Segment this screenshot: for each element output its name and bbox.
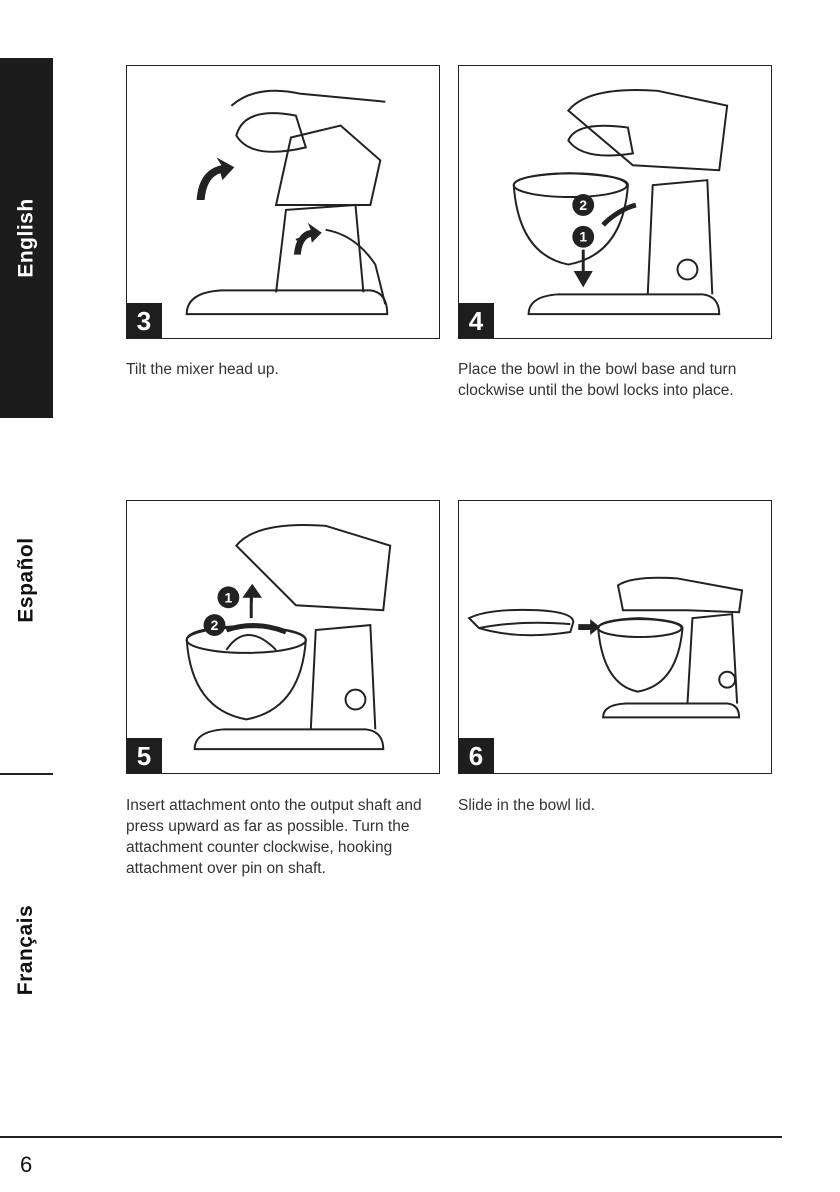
language-tab-francais[interactable]: Français: [0, 870, 53, 1030]
step-number: 6: [459, 738, 494, 773]
language-tab-espanol[interactable]: Español: [0, 490, 53, 670]
callout-2: 2: [211, 617, 219, 633]
language-label-espanol: Español: [14, 537, 38, 623]
callout-1: 1: [579, 229, 587, 245]
language-tab-english[interactable]: English: [0, 58, 53, 418]
step-4-illustration: 1 2 4: [458, 65, 772, 339]
mixer-bowl-lid-drawing: [467, 576, 744, 719]
mixer-attachment-drawing: 1 2: [185, 524, 392, 751]
step-5-illustration: 1 2 5: [126, 500, 440, 774]
step-6-illustration: 6: [458, 500, 772, 774]
step-number: 4: [459, 303, 494, 338]
step-number: 5: [127, 738, 162, 773]
step-3-illustration: 3: [126, 65, 440, 339]
footer-divider: [0, 1136, 782, 1138]
step-6-caption: Slide in the bowl lid.: [458, 797, 595, 814]
language-label-english: English: [14, 198, 38, 278]
mixer-tilt-head-drawing: [185, 89, 389, 316]
step-3-caption: Tilt the mixer head up.: [126, 361, 279, 378]
step-5-caption: Insert attachment onto the output shaft …: [126, 797, 422, 877]
step-4-caption: Place the bowl in the bowl base and turn…: [458, 361, 737, 399]
language-label-francais: Français: [14, 904, 38, 996]
side-divider: [0, 773, 53, 775]
callout-1: 1: [225, 589, 233, 605]
page-number: 6: [20, 1152, 33, 1177]
mixer-bowl-lock-drawing: 1 2: [512, 89, 729, 316]
step-number: 3: [127, 303, 162, 338]
callout-2: 2: [579, 197, 587, 213]
